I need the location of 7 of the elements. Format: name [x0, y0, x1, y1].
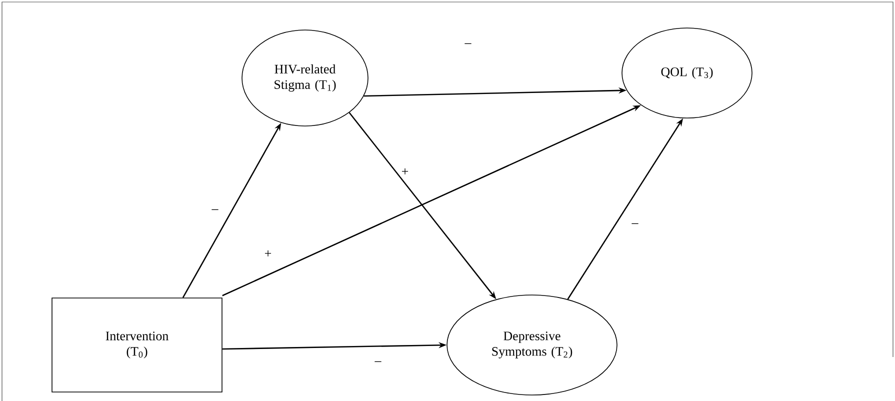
sign-label: –	[464, 42, 472, 48]
sign-label: –	[210, 208, 220, 214]
variable-box: Intervention (T$_{0}$)	[52, 298, 222, 392]
sign-label: –	[374, 360, 382, 366]
sign-label: +	[400, 167, 410, 177]
sign-label: –	[630, 222, 640, 228]
sign-label: +	[263, 249, 273, 259]
